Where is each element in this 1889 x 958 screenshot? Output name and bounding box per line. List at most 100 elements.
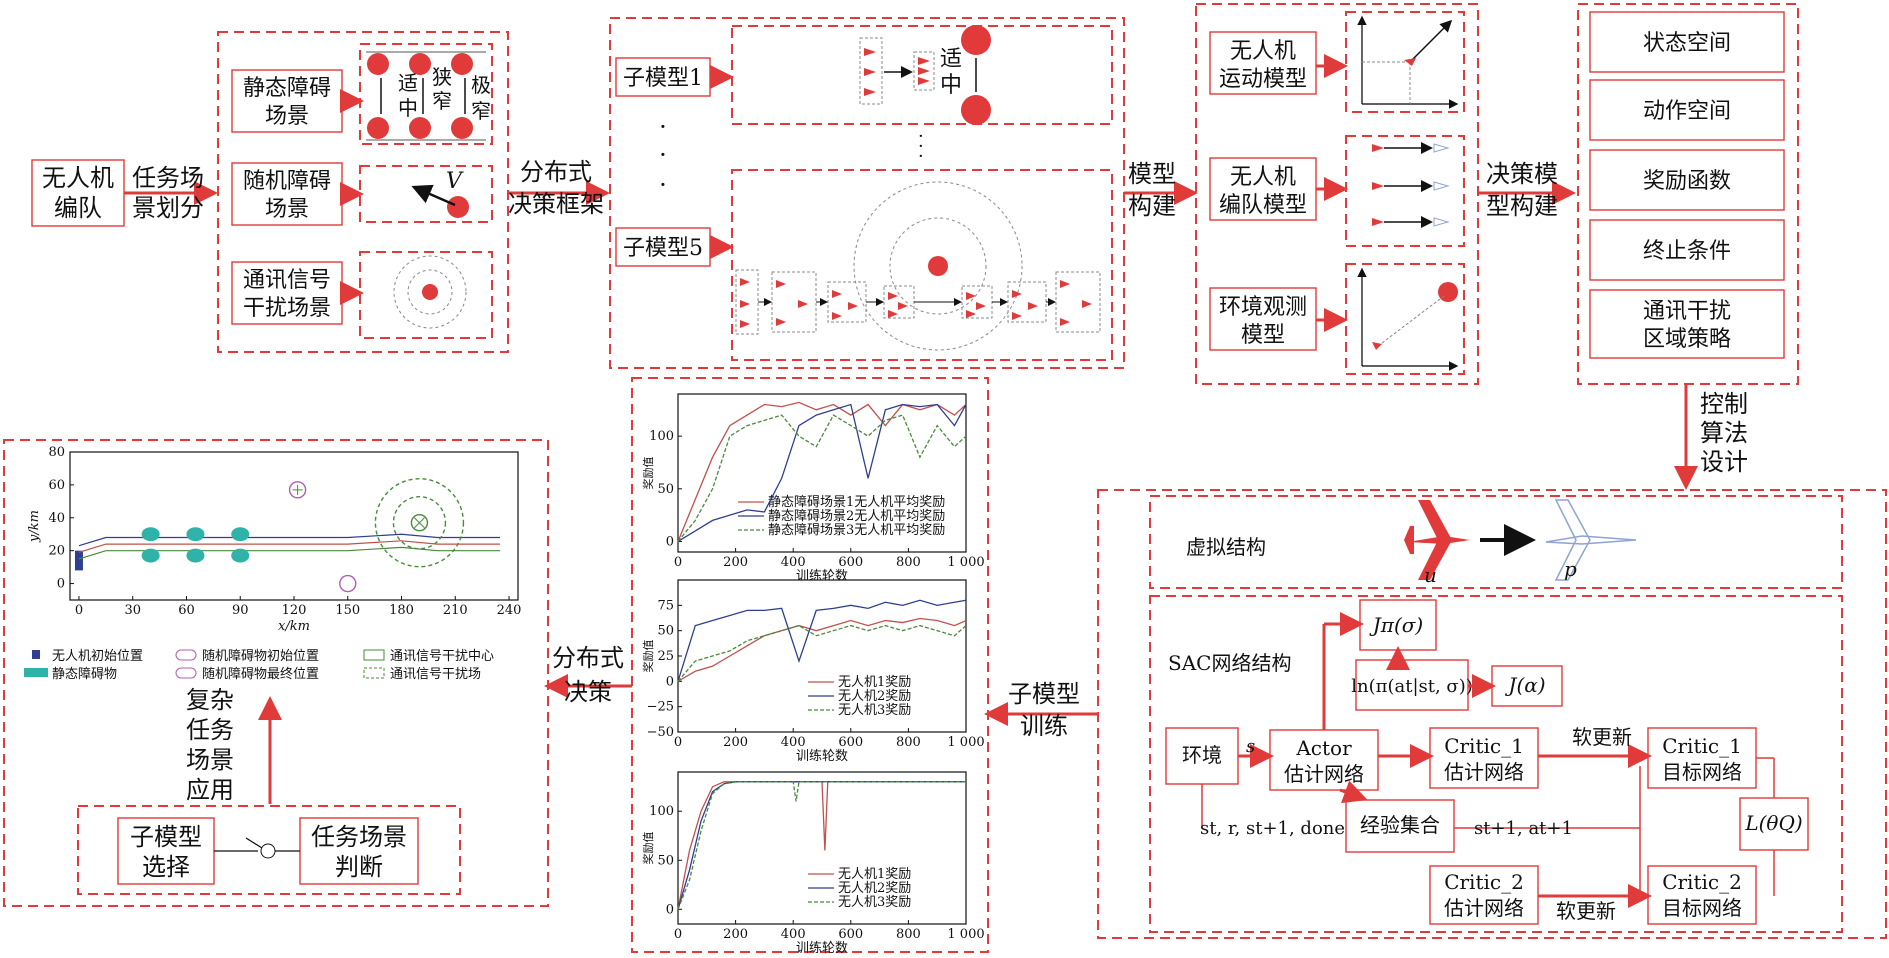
y-tick-label: −25 xyxy=(647,700,674,715)
series-line xyxy=(677,414,967,542)
y-tick-label: 100 xyxy=(649,429,674,444)
interference-field-outer xyxy=(374,478,465,568)
observation-model-line2: 模型 xyxy=(1241,323,1285,348)
comm-strategy-line1: 通讯干扰 xyxy=(1643,299,1731,324)
legend-label: 无人机初始位置 xyxy=(52,649,143,664)
comm-scene-line2: 干扰场景 xyxy=(243,296,331,321)
uav-formation-box xyxy=(31,159,125,227)
submodel5-box xyxy=(615,227,711,267)
decision-build-line2: 型构建 xyxy=(1486,192,1558,220)
critic2-est-box[interactable] xyxy=(1429,865,1539,925)
random-scene-box xyxy=(231,162,343,226)
x-tick-label: 0 xyxy=(75,603,83,618)
x-tick-label: 240 xyxy=(497,603,522,618)
static-scene-line2: 场景 xyxy=(265,104,309,129)
gap-label: 中 xyxy=(940,73,962,98)
submodel1-label: 子模型1 xyxy=(623,66,703,91)
uav-formation-line1: 无人机 xyxy=(42,164,114,192)
legend-label: 静态障碍物 xyxy=(52,667,117,682)
scene-judge-box[interactable] xyxy=(299,817,419,885)
y-tick-label: 80 xyxy=(48,445,65,460)
static-obstacle-marker xyxy=(186,548,205,563)
submodel-training-line1: 子模型 xyxy=(1008,680,1080,708)
gap-label: 适 xyxy=(940,47,962,72)
x-tick-label: 200 xyxy=(723,735,748,750)
static-scene-diagram xyxy=(359,43,493,145)
submodel-select-line1: 子模型 xyxy=(130,823,202,851)
observation-model-line1: 环境观测 xyxy=(1219,295,1307,320)
distributed-decision-line2: 决策 xyxy=(564,678,612,706)
y-tick-label: −50 xyxy=(647,725,674,740)
obstacle-circle xyxy=(409,53,431,75)
formation-model-diagram xyxy=(1345,135,1465,247)
ellipsis-dot: · xyxy=(918,136,924,157)
y-tick-label: 25 xyxy=(657,649,674,664)
buffer-box[interactable] xyxy=(1345,799,1455,853)
observation-model-box xyxy=(1209,287,1317,351)
x-tick-label: 0 xyxy=(674,927,682,942)
ellipsis-dot: · xyxy=(659,113,667,141)
x-axis-label: 训练轮数 xyxy=(796,749,848,764)
static-obstacle-marker xyxy=(186,527,205,542)
j-pi-box xyxy=(1359,599,1437,651)
x-tick-label: 600 xyxy=(838,555,863,570)
obstacle-circle xyxy=(409,117,431,139)
interference-field-inner xyxy=(392,496,447,550)
comm-scene-line1: 通讯信号 xyxy=(243,268,331,293)
soft-update-label: 软更新 xyxy=(1572,725,1632,749)
state-space-box xyxy=(1589,11,1785,73)
comm-strategy-line2: 区域策略 xyxy=(1643,327,1731,352)
formation-model-line2: 编队模型 xyxy=(1219,193,1307,218)
legend-label: 无人机1奖励 xyxy=(838,867,911,882)
observation-model-diagram xyxy=(1345,263,1465,375)
scene-judge-line2: 判断 xyxy=(335,853,383,881)
x-tick-label: 400 xyxy=(781,927,806,942)
y-tick-label: 75 xyxy=(657,598,674,613)
comm-scene-box xyxy=(231,261,343,325)
legend-label: 随机障碍物初始位置 xyxy=(202,649,319,664)
termination-box xyxy=(1589,219,1785,281)
static-obstacle-marker xyxy=(231,548,250,563)
y-tick-label: 0 xyxy=(666,902,674,917)
soft-update-label-2: 软更新 xyxy=(1556,899,1616,923)
x-tick-label: 60 xyxy=(178,603,195,618)
application-panel xyxy=(3,439,549,907)
ellipsis-dot: · xyxy=(918,146,924,167)
x-tick-label: 600 xyxy=(838,735,863,750)
velocity-label: V xyxy=(446,169,464,194)
legend-label: 通讯信号干扰中心 xyxy=(390,649,494,664)
obstacle-circle xyxy=(451,117,473,139)
legend-marker xyxy=(363,649,385,661)
formation-model-line1: 无人机 xyxy=(1230,165,1296,190)
legend-label: 无人机3奖励 xyxy=(838,895,911,910)
j-pi-label: Jπ(σ) xyxy=(1369,613,1423,637)
formation-boxes xyxy=(735,269,1101,335)
virtual-structure-label: 虚拟结构 xyxy=(1186,535,1266,559)
complex-scene-line4: 应用 xyxy=(186,776,234,804)
chart-frame xyxy=(677,579,967,733)
transition-label: st, r, st+1, done xyxy=(1200,818,1345,839)
submodel-select-box[interactable] xyxy=(117,817,215,885)
static-obstacle-marker xyxy=(231,527,250,542)
y-axis-label: 奖励值 xyxy=(641,457,655,490)
reward-label: 奖励函数 xyxy=(1643,169,1731,194)
random-obstacle-start-marker xyxy=(339,574,357,593)
uav-formation-line2: 编队 xyxy=(54,194,102,222)
legend-label: 静态障碍场景2无人机平均奖励 xyxy=(768,509,945,524)
actor-line1: Actor xyxy=(1295,736,1352,760)
model-build-line2: 构建 xyxy=(1128,192,1176,220)
critic2-tgt-box[interactable] xyxy=(1647,865,1757,925)
env-box xyxy=(1165,727,1239,785)
control-design-line1: 控制 xyxy=(1700,390,1748,418)
legend-label: 静态障碍场景1无人机平均奖励 xyxy=(768,495,945,510)
x-tick-label: 800 xyxy=(896,555,921,570)
ellipsis-dot: · xyxy=(659,141,667,169)
x-axis-label: x/km xyxy=(278,619,310,634)
y-tick-label: 20 xyxy=(48,544,65,559)
critic2-est-line2: 估计网络 xyxy=(1444,896,1524,920)
x-tick-label: 120 xyxy=(282,603,307,618)
x-tick-label: 210 xyxy=(443,603,468,618)
action-space-label: 动作空间 xyxy=(1643,99,1731,124)
submodel-training-line2: 训练 xyxy=(1020,712,1068,740)
